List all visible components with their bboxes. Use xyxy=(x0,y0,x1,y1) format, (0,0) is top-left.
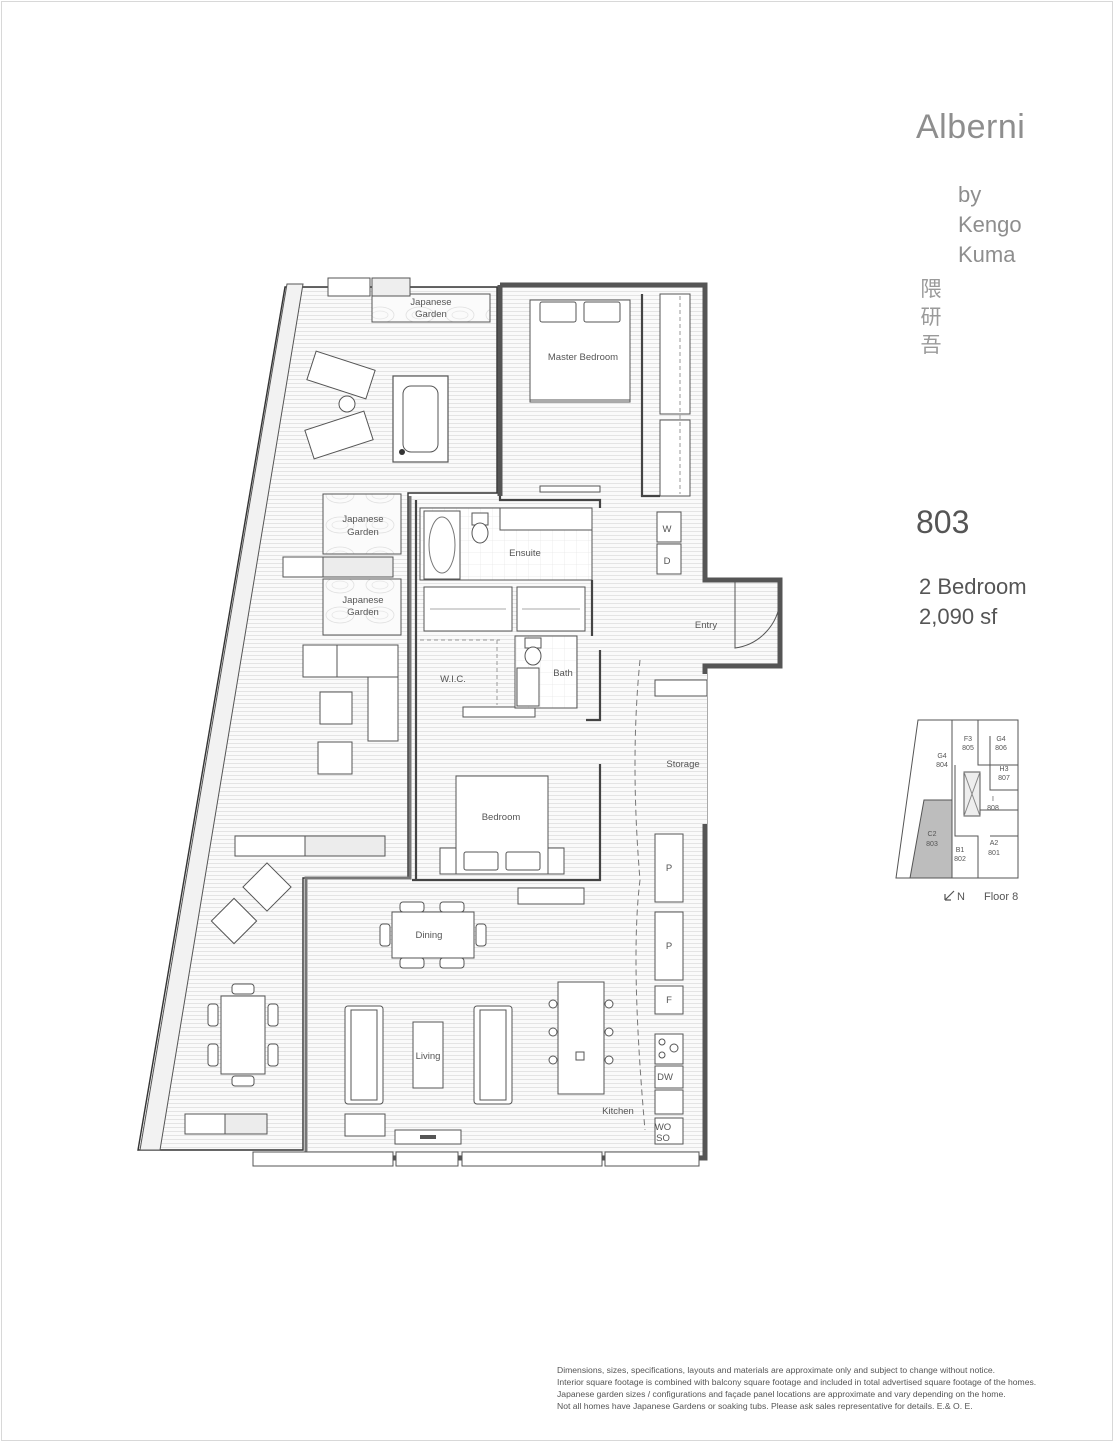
wic-area xyxy=(420,636,500,706)
label-japanese-garden-top-1: Japanese xyxy=(410,297,451,308)
keyplan-a2-801-num: 801 xyxy=(988,850,1000,857)
balcony-chair-2 xyxy=(210,897,258,945)
label-japanese-garden-mid2-2: Garden xyxy=(347,607,379,618)
master-closet-2 xyxy=(659,419,691,497)
keyplan-i-808-num: 808 xyxy=(987,805,999,812)
balcony-rail xyxy=(139,283,304,1151)
keyplan-g4-804-code: G4 xyxy=(937,753,946,760)
japanese-garden-mid2 xyxy=(322,578,402,636)
label-japanese-garden-mid2-1: Japanese xyxy=(342,595,383,606)
balcony-dining-set xyxy=(207,983,279,1087)
balcony-sofa xyxy=(302,644,399,775)
label-japanese-garden-mid1-2: Garden xyxy=(347,527,379,538)
label-wic: W.I.C. xyxy=(440,674,466,685)
storage-area xyxy=(655,674,707,824)
kanji-3: 吾 xyxy=(920,334,942,357)
keyplan-i-808-code: I xyxy=(992,796,994,803)
keyplan-north-label: N xyxy=(957,891,965,903)
label-kitchen: Kitchen xyxy=(602,1106,634,1117)
kanji-2: 研 xyxy=(920,306,942,329)
kanji-1: 隈 xyxy=(920,278,942,301)
label-ensuite: Ensuite xyxy=(509,548,541,559)
wall-window-line xyxy=(304,496,412,1158)
label-living: Living xyxy=(416,1051,441,1062)
label-dryer: D xyxy=(664,556,671,567)
label-dishwasher: DW xyxy=(657,1072,673,1083)
pantry-box-1 xyxy=(654,833,684,903)
bedroom-bed-icon xyxy=(439,775,565,875)
master-closet xyxy=(659,293,691,415)
keyplan-f3-805-num: 805 xyxy=(962,745,974,752)
wall-oven-box xyxy=(654,1117,684,1145)
dishwasher-box xyxy=(654,1065,684,1089)
label-dining: Dining xyxy=(416,930,443,941)
keyplan-g4-806-code: G4 xyxy=(996,736,1005,743)
keyplan-h3-807-num: 807 xyxy=(998,775,1010,782)
byline-line-2: Kengo xyxy=(958,212,1022,237)
keyplan-c2-803-num: 803 xyxy=(926,841,938,848)
keyplan-h3-807-code: H3 xyxy=(1000,766,1009,773)
dryer-box xyxy=(656,543,682,575)
label-wall-oven-2: SO xyxy=(656,1133,670,1144)
label-japanese-garden-mid1-1: Japanese xyxy=(342,514,383,525)
dining-set xyxy=(379,901,487,969)
keyplan-b1-802-code: B1 xyxy=(956,847,965,854)
brand-title: Alberni xyxy=(916,108,1026,146)
label-bath: Bath xyxy=(553,668,573,679)
disclaimer-line-2: Interior square footage is combined with… xyxy=(557,1377,1037,1387)
label-pantry-1: P xyxy=(666,863,672,874)
unit-number: 803 xyxy=(916,504,970,540)
bath-vanity xyxy=(516,667,540,707)
entry-door xyxy=(734,582,781,649)
architect-kanji: 隈 研 吾 xyxy=(918,276,944,360)
label-bedroom: Bedroom xyxy=(482,812,521,823)
keyplan-g4-804-num: 804 xyxy=(936,762,948,769)
sink-box xyxy=(654,1089,684,1115)
disclaimer-line-3: Japanese garden sizes / configurations a… xyxy=(557,1389,1006,1399)
unit-area: 2,090 sf xyxy=(919,604,998,629)
unit-type: 2 Bedroom xyxy=(919,574,1027,599)
label-entry: Entry xyxy=(695,620,717,631)
keyplan-floor-label: Floor 8 xyxy=(984,891,1018,903)
japanese-garden-top xyxy=(371,293,491,323)
wall-exterior-right xyxy=(306,282,783,1161)
lounge-chairs xyxy=(304,350,376,460)
byline-line-1: by xyxy=(958,182,982,207)
balcony-chair-1 xyxy=(242,862,292,912)
keyplan-a2-801-code: A2 xyxy=(990,840,999,847)
north-arrow-icon xyxy=(944,890,955,901)
byline-line-3: Kuma xyxy=(958,242,1016,267)
japanese-garden-mid1 xyxy=(322,493,402,555)
label-wall-oven-1: WO xyxy=(655,1122,671,1133)
disclaimer: Dimensions, sizes, specifications, layou… xyxy=(557,1364,1087,1412)
keyplan-c2-803-code: C2 xyxy=(928,831,937,838)
architect-byline: by Kengo Kuma xyxy=(958,180,1022,270)
disclaimer-line-1: Dimensions, sizes, specifications, layou… xyxy=(557,1365,996,1375)
keyplan-f3-805-code: F3 xyxy=(964,736,972,743)
keyplan-b1-802-num: 802 xyxy=(954,856,966,863)
keyplan-g4-806-num: 806 xyxy=(995,745,1007,752)
label-master-bedroom: Master Bedroom xyxy=(548,352,618,363)
washer-box xyxy=(656,511,682,543)
living-set xyxy=(344,1005,513,1137)
ensuite-tub xyxy=(423,510,461,580)
kitchen-island xyxy=(557,981,605,1095)
disclaimer-line-4: Not all homes have Japanese Gardens or s… xyxy=(557,1401,973,1411)
label-pantry-2: P xyxy=(666,941,672,952)
pantry-box-2 xyxy=(654,911,684,981)
fridge-box xyxy=(654,985,684,1015)
label-storage: Storage xyxy=(666,759,699,770)
master-bed-icon xyxy=(529,299,631,493)
ensuite-vanity xyxy=(499,507,593,531)
label-fridge: F xyxy=(666,995,672,1006)
bottom-windows xyxy=(252,1151,700,1167)
label-washer: W xyxy=(663,524,672,535)
label-japanese-garden-top-2: Garden xyxy=(415,309,447,320)
